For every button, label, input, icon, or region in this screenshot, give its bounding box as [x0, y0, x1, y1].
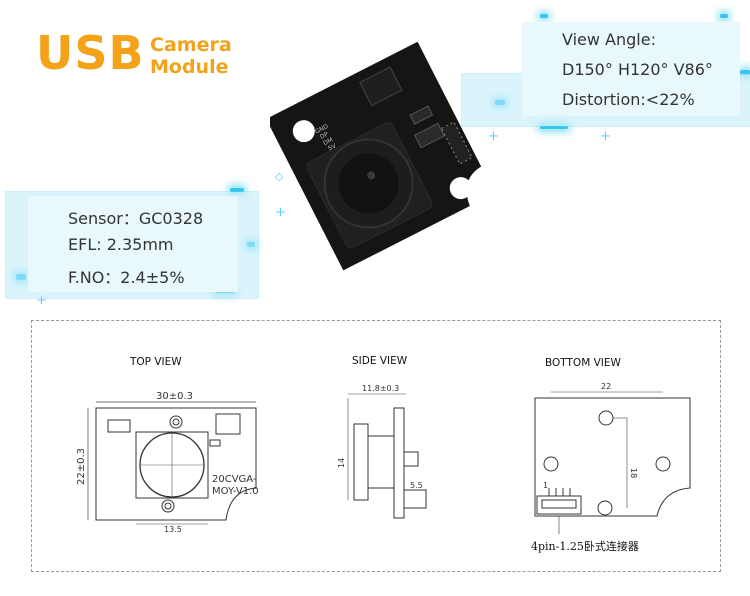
- camera-module-photo: GND DP DM 5V: [270, 41, 482, 271]
- view-angle-values: D150° H120° V86°: [562, 60, 713, 79]
- pin-one-mark: 1: [543, 481, 548, 490]
- usb-connector-outline: [536, 495, 582, 515]
- glow-spark: [740, 70, 750, 75]
- bottom-height-dim: 18: [629, 468, 638, 478]
- mount-hole-inner: [164, 502, 172, 510]
- smd-component: [414, 122, 445, 149]
- brand-title: USB: [36, 26, 145, 80]
- board-outline: [95, 407, 257, 521]
- pin-label-5v: 5V: [327, 142, 338, 152]
- subtitle-line-2: Module: [150, 56, 229, 78]
- bottom-mount-hole: [655, 456, 671, 472]
- board-marking-2: MOY-V1.0: [212, 486, 259, 497]
- connector-label: 4pin-1.25卧式连接器: [531, 540, 639, 553]
- top-view-title: TOP VIEW: [130, 356, 182, 368]
- mount-hole-outline: [169, 415, 183, 429]
- plus-sparkle-icon: +: [488, 129, 499, 144]
- bottom-view-title: BOTTOM VIEW: [545, 357, 621, 369]
- lens-reflection: [367, 171, 376, 180]
- chip-outline: [107, 419, 131, 433]
- glow-spark: [230, 188, 244, 192]
- connector-pads: [440, 121, 473, 165]
- sensor-chip: [359, 66, 403, 107]
- board-marking-1: 20CVGA-: [212, 474, 257, 485]
- lens-holder-outline: [135, 431, 209, 499]
- bottom-mount-hole: [543, 456, 559, 472]
- subtitle-line-1: Camera: [150, 34, 232, 56]
- mount-hole-inner: [172, 418, 180, 426]
- plus-sparkle-icon: +: [600, 129, 611, 144]
- pin-label-dp: DP: [319, 131, 330, 141]
- lens-dim: 13.5: [164, 525, 182, 534]
- spec-panel-right: [522, 22, 740, 116]
- efl-value: EFL: 2.35mm: [68, 235, 174, 254]
- smd-component: [409, 105, 434, 125]
- mount-hole-outline: [161, 499, 175, 513]
- connector-slot: [541, 499, 577, 509]
- sensor-value: Sensor：GC0328: [68, 209, 204, 228]
- mount-hole: [292, 120, 315, 143]
- plus-sparkle-icon: +: [275, 205, 286, 220]
- glow-spark: [540, 126, 568, 129]
- technical-drawing-box: [31, 320, 721, 572]
- top-height-dim: 22±0.3: [76, 448, 87, 485]
- side-view-drawing: 11.8±0.3 14 5.5: [337, 384, 427, 519]
- view-angle-label: View Angle:: [562, 30, 656, 49]
- connector-side: [403, 489, 427, 509]
- fno-value: F.NO：2.4±5%: [68, 268, 185, 287]
- plus-sparkle-icon: +: [36, 293, 47, 308]
- top-view-drawing: 30±0.3 22±0.3 13.5 20CVGA- MOY-V1.0: [76, 391, 259, 534]
- mount-hole: [449, 177, 472, 200]
- glow-spark: [720, 14, 728, 18]
- component-outline: [209, 439, 221, 447]
- pcb-side-outline: [393, 407, 405, 519]
- holder-side-outline: [367, 435, 395, 489]
- bottom-board-outline: [534, 397, 691, 517]
- side-small-dim: 5.5: [410, 481, 423, 490]
- distortion-value: Distortion:<22%: [562, 90, 695, 109]
- bottom-mount-hole: [598, 410, 614, 426]
- lens-side-outline: [353, 423, 369, 501]
- bottom-view-drawing: 22 18 1 4pin-1.25卧式连接器: [531, 382, 691, 553]
- side-top-dim: 11.8±0.3: [362, 384, 399, 393]
- spec-panel-left: [28, 196, 238, 292]
- diamond-sparkle-icon: ◇: [275, 170, 284, 183]
- side-height-dim: 14: [337, 458, 346, 468]
- glow-spark: [540, 14, 548, 18]
- component-side: [403, 451, 419, 467]
- bottom-width-dim: 22: [601, 382, 611, 391]
- lens-glass: [338, 153, 399, 214]
- bottom-mount-hole: [597, 500, 613, 516]
- chip-outline: [215, 413, 241, 435]
- pin-label-dm: DM: [322, 136, 334, 147]
- side-view-title: SIDE VIEW: [352, 355, 408, 367]
- brand-subtitle: Camera Module: [150, 34, 232, 78]
- top-width-dim: 30±0.3: [156, 391, 193, 402]
